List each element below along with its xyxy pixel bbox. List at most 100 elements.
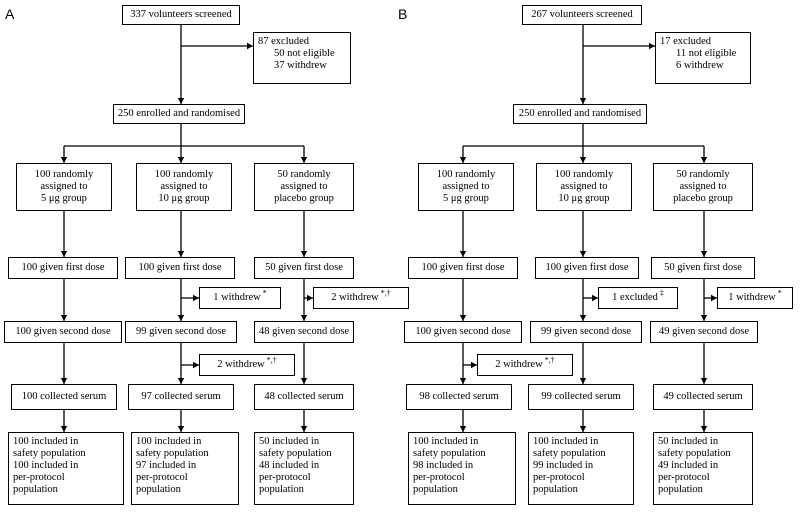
population-box-line: 97 included in	[136, 460, 197, 471]
serum-box-label: 100 collected serum	[21, 391, 107, 402]
population-box-line: 100 included in	[533, 436, 599, 447]
side-note-box: 1 withdrew *	[717, 287, 793, 309]
arrowhead	[300, 157, 308, 163]
enrolled-box-text: 250 enrolled and randomised	[118, 108, 240, 120]
second-dose-box-text: 100 given second dose	[15, 326, 110, 338]
second-dose-box-text: 100 given second dose	[415, 326, 510, 338]
first-dose-box-text: 50 given first dose	[664, 262, 742, 274]
arrowhead	[579, 98, 587, 104]
serum-box: 97 collected serum	[128, 384, 234, 410]
second-dose-box-label: 100 given second dose	[15, 326, 111, 337]
arrowhead	[177, 157, 185, 163]
assigned-box-line: 5 μg group	[41, 193, 87, 204]
population-box-line: 50 included in	[259, 436, 320, 447]
excluded-box-line: 17 excluded	[660, 36, 712, 47]
arrowhead	[60, 157, 68, 163]
panel-label: B	[398, 6, 408, 22]
arrowhead	[193, 361, 199, 369]
assigned-box-line: placebo group	[274, 193, 334, 204]
screened-box: 267 volunteers screened	[522, 5, 642, 25]
side-note-box-footnote-mark: ‡	[657, 288, 664, 298]
population-box-line: per-protocol	[413, 472, 465, 483]
second-dose-box-label: 99 given second dose	[135, 326, 227, 337]
arrowhead	[300, 251, 308, 257]
arrowhead	[700, 157, 708, 163]
arrowhead	[700, 378, 708, 384]
second-dose-box-text: 99 given second dose	[541, 326, 631, 338]
arrowhead	[60, 378, 68, 384]
assigned-box-line: 100 randomly	[436, 169, 496, 180]
arrowhead	[459, 251, 467, 257]
assigned-box-line: assigned to	[442, 181, 490, 192]
side-note-box-text: 2 withdrew *,†	[217, 356, 277, 371]
assigned-box-line: 10 μg group	[158, 193, 210, 204]
screened-box-text: 337 volunteers screened	[130, 9, 231, 21]
second-dose-box-label: 48 given second dose	[258, 326, 350, 337]
population-box-line: safety population	[533, 448, 606, 459]
arrowhead	[592, 294, 598, 302]
enrolled-box-text: 250 enrolled and randomised	[519, 108, 641, 120]
assigned-box-line: 100 randomly	[554, 169, 614, 180]
first-dose-box-label: 100 given first dose	[421, 262, 505, 273]
second-dose-box-text: 48 given second dose	[259, 326, 349, 338]
arrowhead	[700, 426, 708, 432]
screened-box-text: 267 volunteers screened	[531, 9, 632, 21]
arrowhead	[471, 361, 477, 369]
side-note-box-label: 1 excluded	[612, 292, 658, 303]
serum-box-label: 97 collected serum	[141, 391, 221, 402]
first-dose-box-label: 50 given first dose	[664, 262, 742, 273]
arrowhead	[247, 42, 253, 50]
population-box-line: 99 included in	[533, 460, 594, 471]
assigned-box-line: placebo group	[673, 193, 733, 204]
population-box-line: population	[533, 484, 578, 495]
population-box-line: 49 included in	[658, 460, 719, 471]
serum-box-label: 99 collected serum	[541, 391, 621, 402]
second-dose-box-text: 49 given second dose	[659, 326, 749, 338]
first-dose-box-label: 100 given first dose	[21, 262, 105, 273]
first-dose-box-label: 50 given first dose	[265, 262, 343, 273]
first-dose-box-label: 100 given first dose	[545, 262, 629, 273]
second-dose-box: 99 given second dose	[530, 321, 642, 343]
first-dose-box-text: 100 given first dose	[21, 262, 104, 274]
assigned-box-line: 10 μg group	[558, 193, 610, 204]
first-dose-box: 100 given first dose	[408, 257, 518, 279]
population-box-line: population	[136, 484, 181, 495]
serum-box: 49 collected serum	[653, 384, 753, 410]
arrowhead	[579, 157, 587, 163]
arrowhead	[307, 294, 313, 302]
arrowhead	[300, 426, 308, 432]
serum-box-text: 100 collected serum	[22, 391, 107, 403]
assigned-box-line: 50 randomly	[277, 169, 331, 180]
first-dose-box-text: 50 given first dose	[265, 262, 343, 274]
arrowhead	[579, 315, 587, 321]
arrowhead	[700, 315, 708, 321]
arrowhead	[649, 42, 655, 50]
first-dose-box-text: 100 given first dose	[545, 262, 628, 274]
first-dose-box-text: 100 given first dose	[421, 262, 504, 274]
side-note-box-label: 1 withdrew	[213, 292, 261, 303]
population-box-line: 100 included in	[136, 436, 202, 447]
population-box-line: 48 included in	[259, 460, 320, 471]
population-box-line: 50 included in	[658, 436, 719, 447]
arrowhead	[60, 426, 68, 432]
arrowhead	[579, 378, 587, 384]
population-box-line: per-protocol	[658, 472, 710, 483]
arrowhead	[700, 251, 708, 257]
side-note-box-text: 2 withdrew *,†	[331, 289, 391, 304]
first-dose-box-text: 100 given first dose	[138, 262, 221, 274]
population-box-line: per-protocol	[136, 472, 188, 483]
